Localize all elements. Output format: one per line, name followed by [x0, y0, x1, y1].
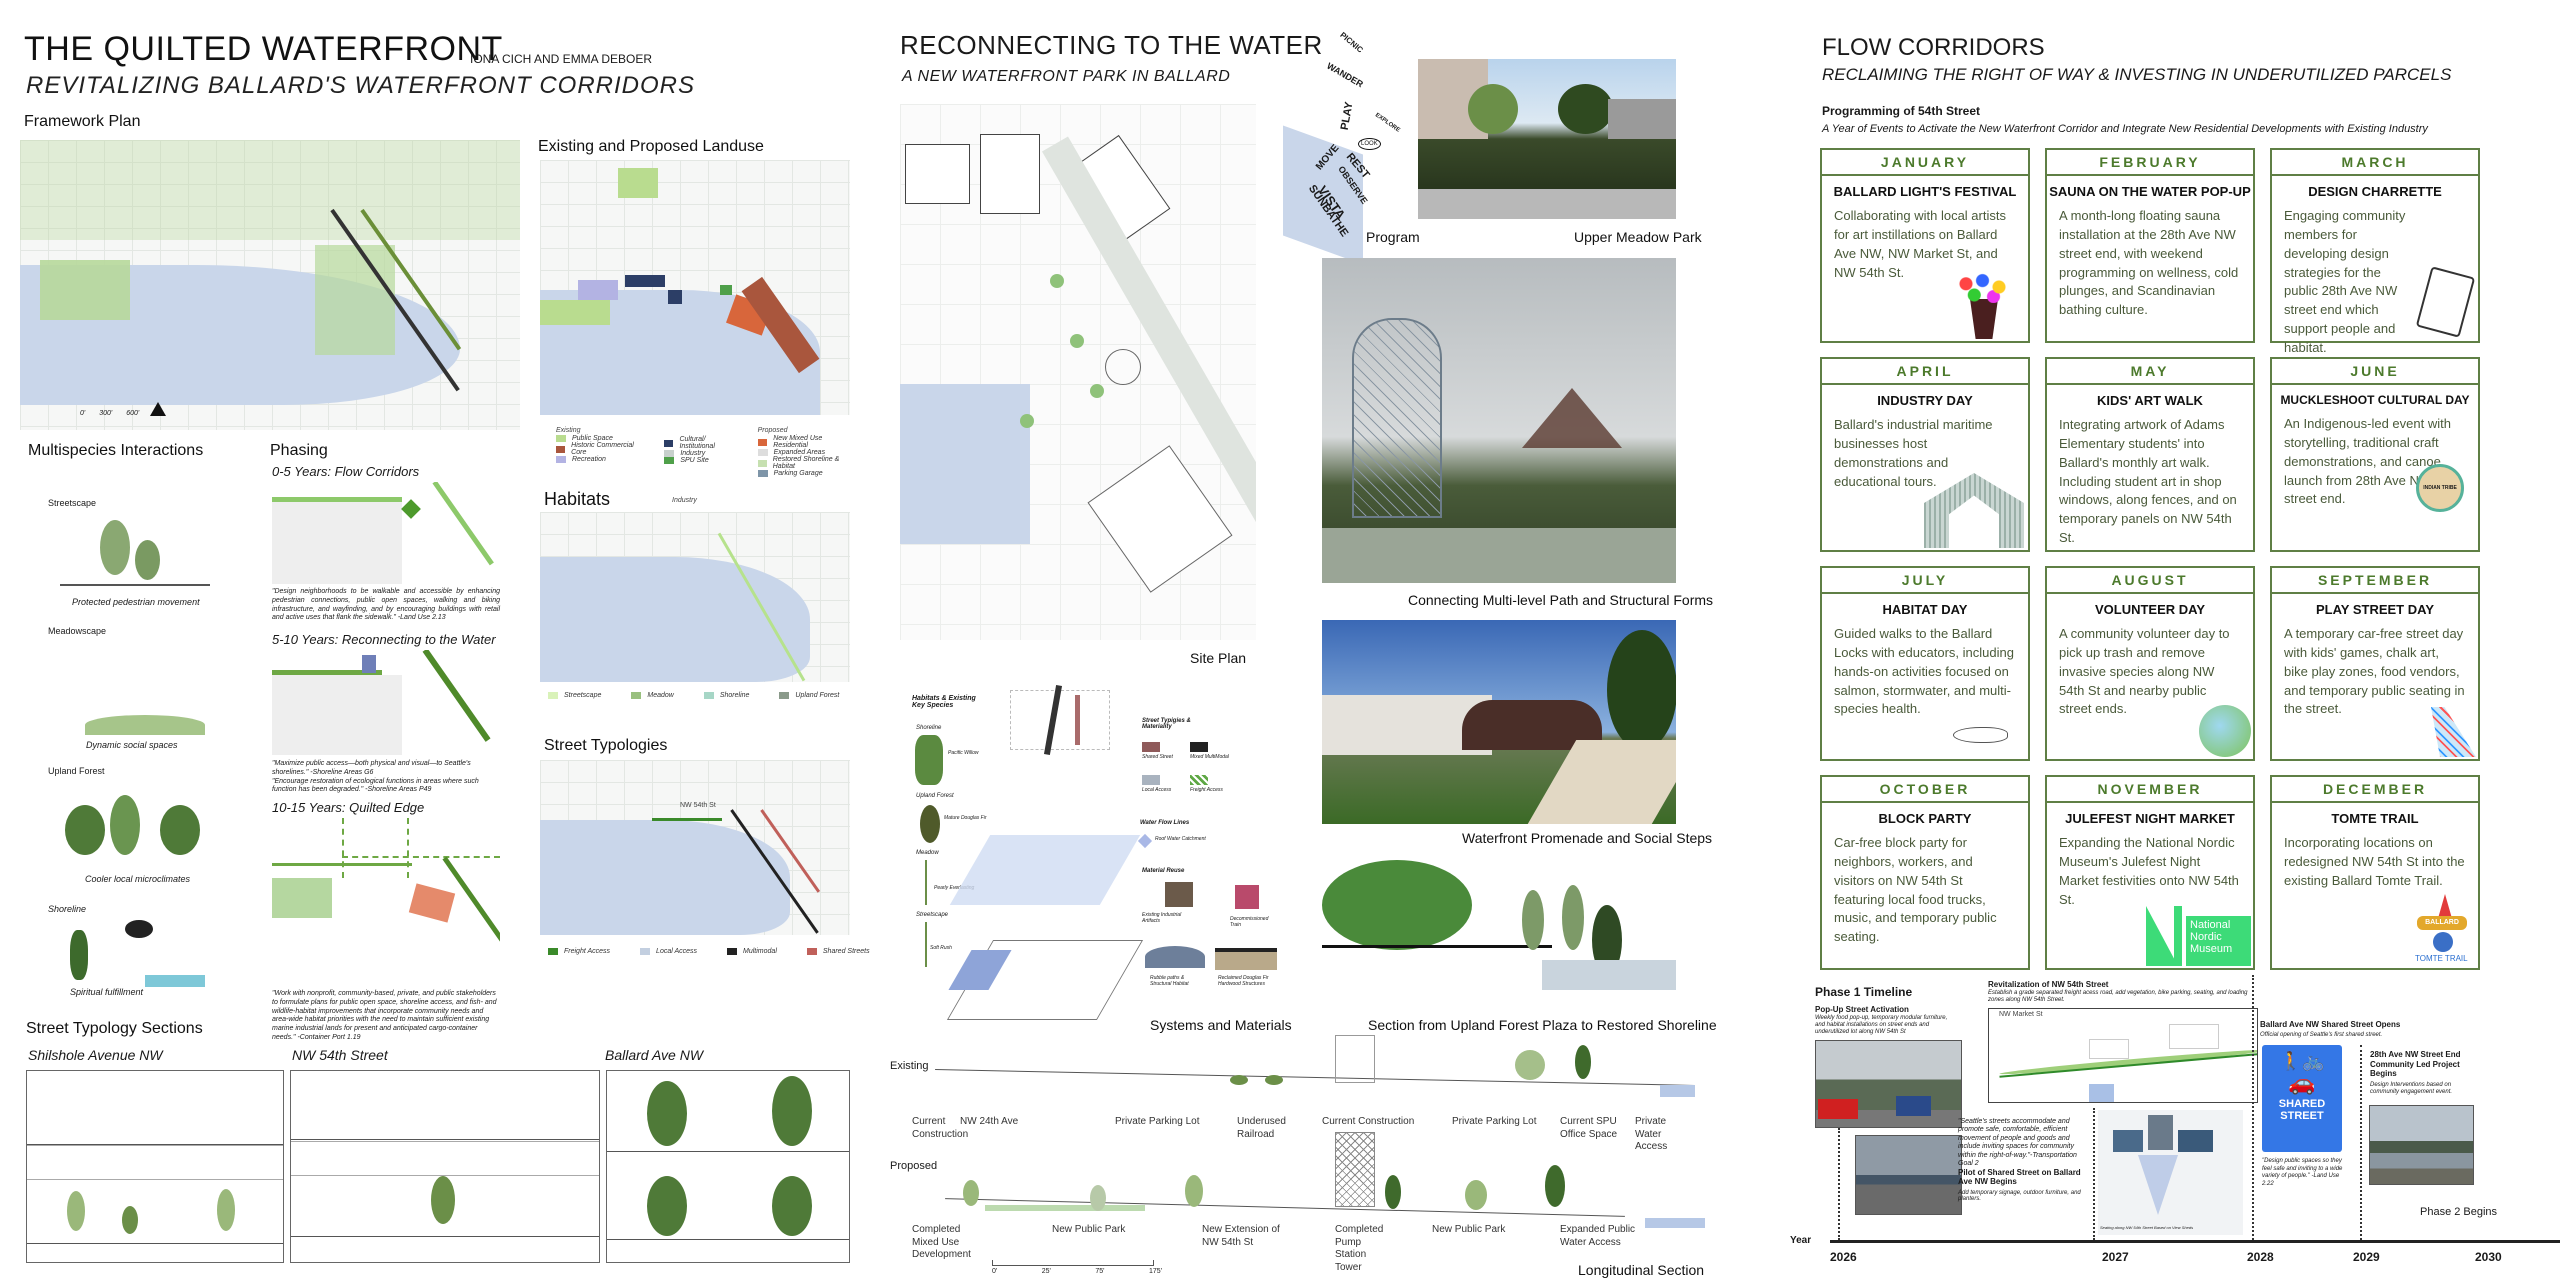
site-plan [900, 104, 1256, 640]
panel2-subtitle: A NEW WATERFRONT PARK IN BALLARD [902, 68, 1231, 85]
longitudinal-caption: Longitudinal Section [1578, 1262, 1705, 1278]
section-nw54th [290, 1070, 600, 1263]
phase2-label: Phase 2 Begins [2420, 1206, 2498, 1218]
phase3-map [272, 818, 500, 983]
habitats-map [540, 512, 850, 682]
landuse-legend: Existing Public Space Historic Commercia… [556, 427, 840, 478]
landuse-map [540, 160, 850, 415]
popup-photo [1815, 1040, 1962, 1128]
street-typologies-legend: Freight Access Local Access Multimodal S… [548, 948, 870, 955]
year-2030: 2030 [2475, 1250, 2502, 1264]
poster-title: THE QUILTED WATERFRONT [24, 30, 503, 68]
nw54th-plan-map: NW Market St [1988, 1008, 2258, 1103]
phase2-map [272, 650, 500, 755]
meadowscape-illustration [65, 660, 205, 740]
section-ballard-ave [606, 1070, 850, 1263]
streetscape-illustration [60, 520, 210, 590]
month-card-october[interactable]: OCTOBER BLOCK PARTY Car-free block party… [1820, 775, 2030, 970]
existing-label: Existing [890, 1060, 929, 1072]
seating-viewshed-diagram: Seating along NW 54th Street Based on Vi… [2098, 1110, 2243, 1235]
month-card-august[interactable]: AUGUST VOLUNTEER DAY A community volunte… [2045, 566, 2255, 761]
street-end-marina-photo [2369, 1105, 2474, 1185]
north-arrow-icon [150, 402, 166, 416]
street-typologies-heading: Street Typologies [544, 737, 668, 754]
site-plan-caption: Site Plan [1190, 650, 1247, 666]
habitats-heading: Habitats [544, 489, 611, 509]
timeline-axis [1830, 1240, 2560, 1243]
month-card-april[interactable]: APRIL INDUSTRY DAY Ballard's industrial … [1820, 357, 2030, 552]
authors: IONA CICH AND EMMA DEBOER [470, 52, 653, 66]
multispecies-heading: Multispecies Interactions [28, 442, 204, 459]
street-end-photo [1855, 1135, 1962, 1215]
pedestrian-bike-icon: 🚶🚲 [2279, 1051, 2325, 1071]
month-card-december[interactable]: DECEMBER TOMTE TRAIL Incorporating locat… [2270, 775, 2480, 970]
street-sections-heading: Street Typology Sections [26, 1020, 203, 1037]
proposed-label: Proposed [890, 1160, 938, 1172]
systems-diagram: Habitats & Existing Key Species Shorelin… [900, 650, 1320, 1040]
street-typologies-map: NW 54th St [540, 760, 850, 935]
tomte-trail-logo: BALLARD TOMTE TRAIL [2415, 894, 2470, 964]
car-icon: 🚗 [2288, 1070, 2316, 1095]
habitats-legend: Streetscape Meadow Shoreline Upland Fore… [548, 692, 839, 699]
transportation-quote: "Seattle's streets accommodate and promo… [1958, 1118, 2077, 1167]
month-card-july[interactable]: JULY HABITAT DAY Guided walks to the Bal… [1820, 566, 2030, 761]
year-2029: 2029 [2353, 1250, 2380, 1264]
phasing-heading: Phasing [270, 442, 328, 459]
scale-bar: 0'300'600' [80, 410, 140, 417]
panel2-title: RECONNECTING TO THE WATER [900, 30, 1323, 60]
shared-street-sign: 🚶🚲 🚗 SHARED STREET [2262, 1045, 2342, 1152]
year-2026: 2026 [1830, 1250, 1857, 1264]
flower-vase-icon [1970, 299, 1998, 339]
flowers-icon [1955, 271, 2010, 303]
poster-subtitle: REVITALIZING BALLARD'S WATERFRONT CORRID… [26, 72, 695, 99]
timeline-heading: Phase 1 Timeline [1815, 985, 1913, 999]
proposed-section-drawing [945, 1125, 1705, 1230]
earth-volunteers-icon [2199, 705, 2251, 757]
salmon-icon [1953, 727, 2008, 743]
section-scale-bar [992, 1260, 1154, 1266]
year-2027: 2027 [2102, 1250, 2129, 1264]
shoreline-illustration [65, 920, 205, 995]
phase1-map [272, 482, 500, 584]
month-card-march[interactable]: MARCH DESIGN CHARRETTE Engaging communit… [2270, 148, 2480, 355]
month-card-november[interactable]: NOVEMBER JULEFEST NIGHT MARKET Expanding… [2045, 775, 2255, 970]
national-nordic-museum-logo: National Nordic Museum [2146, 906, 2251, 966]
upland-forest-illustration [55, 790, 205, 860]
framework-plan-map: 0'300'600' [20, 140, 520, 430]
year-2028: 2028 [2247, 1250, 2274, 1264]
programming-heading: Programming of 54th Street [1822, 104, 1981, 118]
upper-meadow-rendering [1418, 59, 1676, 219]
landuse-heading: Existing and Proposed Landuse [538, 138, 764, 155]
muckleshoot-logo: INDIAN TRIBE [2416, 464, 2464, 512]
month-card-may[interactable]: MAY KIDS' ART WALK Integrating artwork o… [2045, 357, 2255, 552]
section-shilshole [26, 1070, 284, 1263]
programming-subheading: A Year of Events to Activate the New Wat… [1822, 123, 2428, 135]
structural-forms-rendering [1322, 258, 1676, 583]
land-use-quote: "Design public spaces so they feel safe … [2262, 1158, 2343, 1187]
framework-plan-heading: Framework Plan [24, 113, 141, 130]
month-card-june[interactable]: JUNE MUCKLESHOOT CULTURAL DAY An Indigen… [2270, 357, 2480, 552]
panel3-subtitle: RECLAIMING THE RIGHT OF WAY & INVESTING … [1822, 65, 2452, 84]
promenade-rendering [1322, 620, 1676, 824]
section-rendering [1322, 850, 1676, 1010]
panel3-title: FLOW CORRIDORS [1822, 34, 2045, 61]
month-card-september[interactable]: SEPTEMBER PLAY STREET DAY A temporary ca… [2270, 566, 2480, 761]
program-diagram: PICNIC WANDER PLAY EXPLORE LOOK MOVE RES… [1283, 30, 1423, 265]
month-card-january[interactable]: JANUARY BALLARD LIGHT'S FESTIVAL Collabo… [1820, 148, 2030, 343]
month-card-february[interactable]: FEBRUARY SAUNA ON THE WATER POP-UP A mon… [2045, 148, 2255, 343]
existing-section-drawing [935, 1035, 1695, 1100]
